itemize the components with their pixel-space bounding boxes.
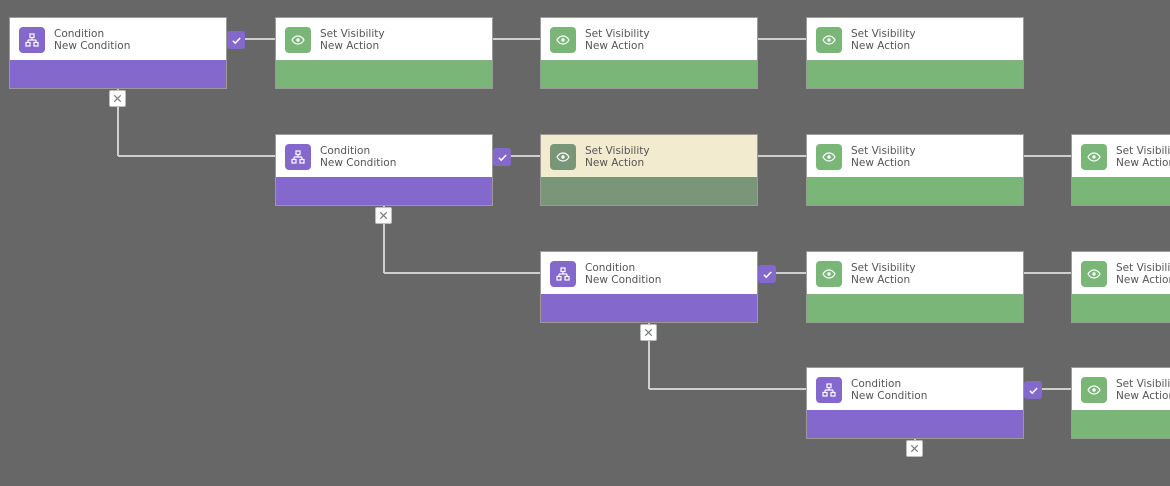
- node-footer-bar: [1072, 177, 1170, 205]
- check-icon: [762, 271, 772, 278]
- false-branch-button[interactable]: [640, 324, 657, 341]
- node-name-label: New Action: [585, 157, 645, 169]
- node-name-label: New Action: [851, 40, 911, 52]
- false-branch-button[interactable]: [109, 90, 126, 107]
- condition-branch-icon: [816, 377, 842, 403]
- true-branch-button[interactable]: [227, 31, 245, 49]
- true-branch-button[interactable]: [1024, 381, 1042, 399]
- node-name-label: New Action: [585, 40, 645, 52]
- node-footer-bar: [1072, 294, 1170, 322]
- node-name-label: New Action: [1116, 274, 1170, 286]
- node-name-label: New Action: [1116, 390, 1170, 402]
- node-footer-bar: [541, 60, 757, 88]
- node-footer-bar: [276, 177, 492, 205]
- true-branch-button[interactable]: [493, 148, 511, 166]
- node-name-label: New Action: [320, 40, 380, 52]
- node-name-label: New Action: [1116, 157, 1170, 169]
- node-footer-bar: [541, 294, 757, 322]
- close-icon: [644, 328, 653, 337]
- node-type-label: Condition: [585, 262, 636, 274]
- false-branch-button[interactable]: [906, 440, 923, 457]
- node-name-label: New Condition: [320, 157, 397, 169]
- condition-branch-icon: [285, 144, 311, 170]
- node-name-label: New Action: [851, 274, 911, 286]
- eye-icon: [816, 261, 842, 287]
- node-type-label: Condition: [320, 145, 371, 157]
- node-footer-bar: [807, 410, 1023, 438]
- eye-icon: [550, 27, 576, 53]
- eye-icon: [550, 144, 576, 170]
- eye-icon: [285, 27, 311, 53]
- condition-branch-icon: [550, 261, 576, 287]
- node-footer-bar: [807, 177, 1023, 205]
- node-name-label: New Condition: [851, 390, 928, 402]
- node-type-label: Set Visibility: [585, 28, 650, 40]
- close-icon: [379, 211, 388, 220]
- node-footer-bar: [276, 60, 492, 88]
- node-type-label: Set Visibility: [851, 262, 916, 274]
- eye-icon: [1081, 144, 1107, 170]
- check-icon: [231, 37, 241, 44]
- node-type-label: Set Visibility: [1116, 262, 1170, 274]
- node-footer-bar: [807, 294, 1023, 322]
- node-footer-bar: [541, 177, 757, 205]
- node-type-label: Condition: [54, 28, 105, 40]
- eye-icon: [816, 144, 842, 170]
- node-footer-bar: [10, 60, 226, 88]
- check-icon: [1028, 387, 1038, 394]
- node-type-label: Set Visibility: [585, 145, 650, 157]
- node-type-label: Condition: [851, 378, 902, 390]
- node-type-label: Set Visibility: [320, 28, 385, 40]
- close-icon: [113, 94, 122, 103]
- eye-icon: [1081, 377, 1107, 403]
- node-name-label: New Condition: [54, 40, 131, 52]
- node-footer-bar: [807, 60, 1023, 88]
- close-icon: [910, 444, 919, 453]
- node-type-label: Set Visibility: [851, 28, 916, 40]
- node-type-label: Set Visibility: [851, 145, 916, 157]
- node-footer-bar: [1072, 410, 1170, 438]
- false-branch-button[interactable]: [375, 207, 392, 224]
- true-branch-button[interactable]: [758, 265, 776, 283]
- eye-icon: [1081, 261, 1107, 287]
- check-icon: [497, 154, 507, 161]
- eye-icon: [816, 27, 842, 53]
- node-name-label: New Action: [851, 157, 911, 169]
- condition-branch-icon: [19, 27, 45, 53]
- node-name-label: New Condition: [585, 274, 662, 286]
- node-type-label: Set Visibility: [1116, 145, 1170, 157]
- node-type-label: Set Visibility: [1116, 378, 1170, 390]
